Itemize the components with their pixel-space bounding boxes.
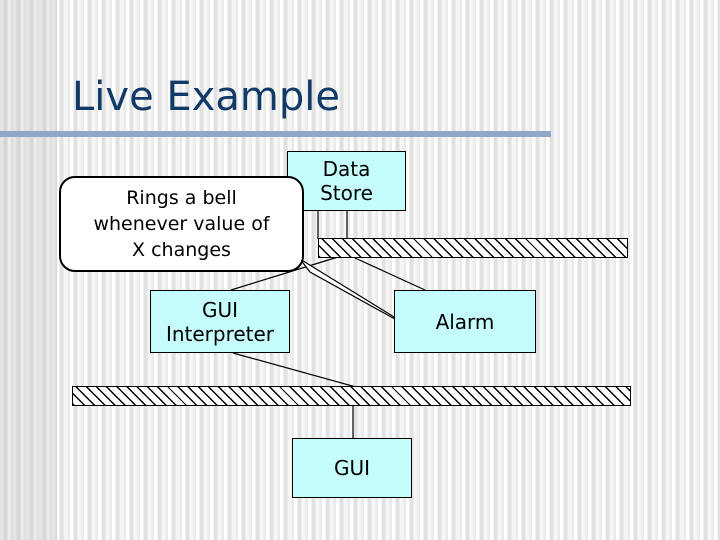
node-gui-label: GUI: [333, 456, 371, 480]
event-bus-top: [318, 238, 628, 258]
node-gui[interactable]: GUI: [292, 438, 412, 498]
node-gui-interpreter[interactable]: GUI Interpreter: [150, 290, 290, 353]
event-bus-bottom: [72, 386, 631, 406]
title-underline-rule: [0, 131, 551, 137]
background-stripe-band: [0, 0, 57, 540]
page-title: Live Example: [72, 74, 340, 120]
callout-bubble: Rings a bell whenever value of X changes: [59, 176, 304, 272]
node-alarm[interactable]: Alarm: [394, 290, 536, 353]
node-alarm-label: Alarm: [435, 309, 495, 334]
node-data-store-label: Data Store: [320, 157, 373, 205]
callout-bubble-text: Rings a bell whenever value of X changes: [93, 187, 270, 261]
node-data-store[interactable]: Data Store: [287, 151, 406, 211]
callout-bubble-body: Rings a bell whenever value of X changes: [59, 176, 304, 272]
node-gui-interpreter-label: GUI Interpreter: [165, 297, 275, 346]
